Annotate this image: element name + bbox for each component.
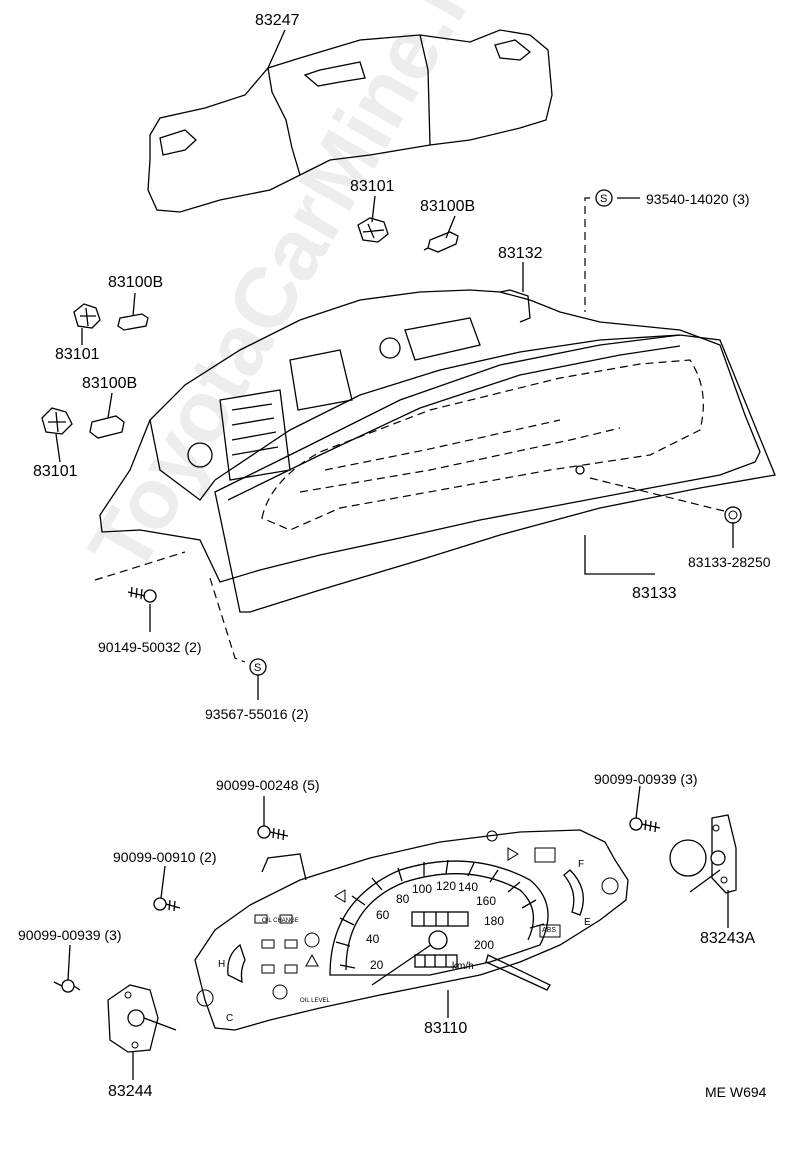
speed-tick-120: 120 [436, 879, 457, 893]
screw-90099-00910 [153, 897, 181, 912]
label-83247: 83247 [255, 12, 300, 29]
label-90099-00248: 90099-00248 (5) [216, 777, 320, 793]
speed-tick-60: 60 [376, 908, 390, 922]
leader-lines-upper [55, 29, 734, 700]
screw-90099-00248 [257, 825, 289, 841]
label-83133-28250: 83133-28250 [688, 554, 771, 570]
screw-90149-50032 [127, 586, 157, 603]
label-83110: 83110 [424, 1020, 468, 1037]
speed-unit: km/h [452, 961, 474, 972]
printed-circuit-board-83247 [147, 29, 553, 213]
meter-case-83132 [99, 289, 761, 583]
screw-90099-00939-right [629, 817, 661, 833]
s-symbol-upper [595, 189, 613, 207]
label-83101-left-upper: 83101 [55, 346, 100, 363]
label-83100B-upper: 83100B [420, 198, 476, 215]
combination-meter-83110 [194, 829, 629, 1031]
speed-tick-160: 160 [476, 894, 497, 908]
s-mark-upper: S [600, 193, 608, 205]
label-83243A: 83243A [700, 930, 756, 947]
screw-90099-00939-left [53, 979, 81, 993]
label-93567-55016: 93567-55016 (2) [205, 706, 309, 722]
speed-tick-180: 180 [484, 914, 505, 928]
bulb-83100B-left-upper [117, 313, 149, 331]
label-83244: 83244 [108, 1083, 153, 1100]
fuel-mark-f: F [578, 859, 585, 870]
speed-tick-100: 100 [412, 882, 433, 896]
speed-tick-40: 40 [366, 932, 380, 946]
leader-lines-lower [67, 785, 729, 1080]
speed-tick-20: 20 [370, 958, 384, 972]
bulb-83100B-left-lower [89, 415, 125, 439]
temp-mark-h: H [218, 959, 226, 970]
label-90149-50032: 90149-50032 (2) [98, 639, 202, 655]
label-83100B-left-upper: 83100B [108, 274, 164, 291]
speed-tick-80: 80 [396, 892, 410, 906]
temp-mark-c: C [226, 1013, 234, 1024]
speed-tick-140: 140 [458, 880, 479, 894]
bulb-83100B-upper [423, 231, 459, 253]
s-symbol-lower [249, 658, 267, 676]
temp-gauge-83244 [107, 984, 177, 1053]
bulb-socket-83101-left-upper [73, 303, 101, 329]
meter-glass-83133 [214, 334, 776, 613]
drawing-code: ME W694 [705, 1084, 767, 1100]
speed-tick-200: 200 [474, 938, 495, 952]
oil-change-text: OIL CHANGE [262, 918, 299, 924]
bulb-socket-83101-upper [357, 217, 389, 243]
label-83133: 83133 [632, 585, 677, 602]
bulb-socket-83101-left-lower [41, 407, 73, 435]
label-83101-left-lower: 83101 [33, 463, 78, 480]
label-90099-00939-right: 90099-00939 (3) [594, 771, 698, 787]
s-mark-lower: S [254, 662, 262, 674]
label-83101-upper: 83101 [350, 178, 395, 195]
label-90099-00910: 90099-00910 (2) [113, 849, 217, 865]
label-93540-14020: 93540-14020 (3) [646, 191, 750, 207]
label-83100B-left-lower: 83100B [82, 375, 138, 392]
label-83132: 83132 [498, 245, 543, 262]
oil-level-text: OIL LEVEL [300, 998, 330, 1004]
label-90099-00939-left: 90099-00939 (3) [18, 927, 122, 943]
fuel-mark-e: E [584, 917, 591, 928]
abs-text: ABS [542, 927, 557, 934]
fuel-gauge-83243A [669, 814, 737, 894]
clip-83133-28250 [724, 506, 742, 524]
